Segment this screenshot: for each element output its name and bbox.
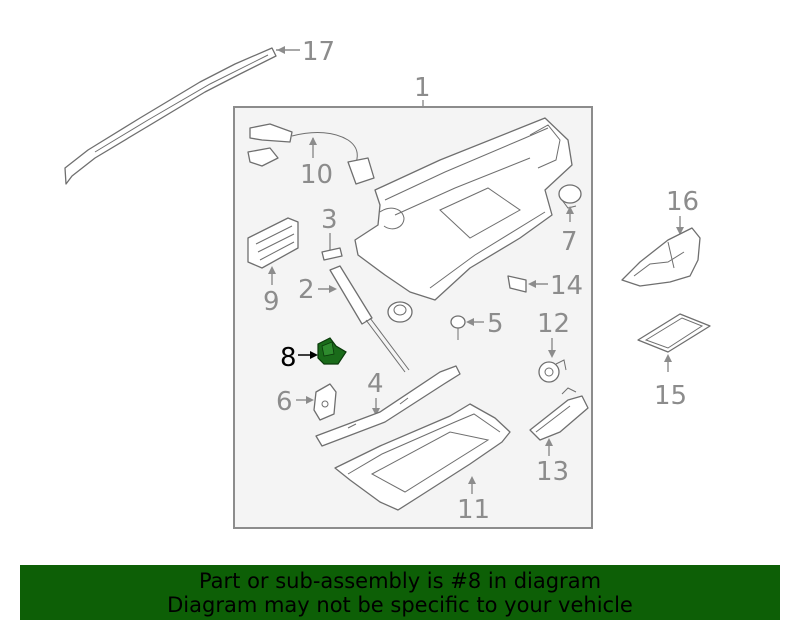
part-4-rail bbox=[315, 365, 461, 447]
banner-line-1: Part or sub-assembly is #8 in diagram bbox=[198, 568, 602, 593]
callout-1: 1 bbox=[414, 73, 431, 103]
callout-12: 12 bbox=[537, 309, 570, 339]
callout-9: 9 bbox=[263, 287, 280, 317]
callout-8: 8 bbox=[280, 343, 297, 373]
callout-14: 14 bbox=[550, 271, 583, 301]
part-9-vent bbox=[247, 217, 299, 269]
part-13-handle bbox=[529, 387, 589, 441]
callout-17: 17 bbox=[302, 37, 335, 67]
part-10-harness bbox=[247, 123, 375, 185]
callout-4: 4 bbox=[367, 369, 384, 399]
callout-7: 7 bbox=[561, 227, 578, 257]
part-8-highlighted bbox=[317, 337, 347, 365]
info-banner: Part or sub-assembly is #8 in diagram Di… bbox=[20, 565, 780, 620]
callout-6: 6 bbox=[276, 387, 293, 417]
part-3-clip bbox=[321, 247, 343, 261]
callout-3: 3 bbox=[321, 205, 338, 235]
callout-13: 13 bbox=[536, 457, 569, 487]
callout-2: 2 bbox=[298, 275, 315, 305]
part-bumper bbox=[387, 301, 413, 323]
callout-16: 16 bbox=[666, 187, 699, 217]
part-11-glove-box-door bbox=[334, 403, 511, 511]
callout-5: 5 bbox=[487, 309, 504, 339]
callout-11: 11 bbox=[457, 495, 490, 525]
part-17-trim-strip bbox=[64, 47, 277, 185]
part-1-glove-box-housing bbox=[354, 117, 573, 301]
part-14-clip bbox=[507, 275, 527, 293]
part-5-bolt bbox=[450, 315, 466, 340]
part-12-latch bbox=[538, 359, 567, 383]
callout-15: 15 bbox=[654, 381, 687, 411]
part-2-damper bbox=[329, 265, 410, 373]
part-6-bracket bbox=[313, 383, 337, 421]
part-15-cover-plate bbox=[637, 313, 711, 353]
part-7-knob bbox=[558, 184, 582, 209]
parts-diagram: 17 1 10 3 9 2 bbox=[64, 37, 711, 529]
part-16-trim-panel bbox=[621, 227, 701, 287]
callout-10: 10 bbox=[300, 160, 333, 190]
banner-line-2: Diagram may not be specific to your vehi… bbox=[167, 592, 633, 617]
